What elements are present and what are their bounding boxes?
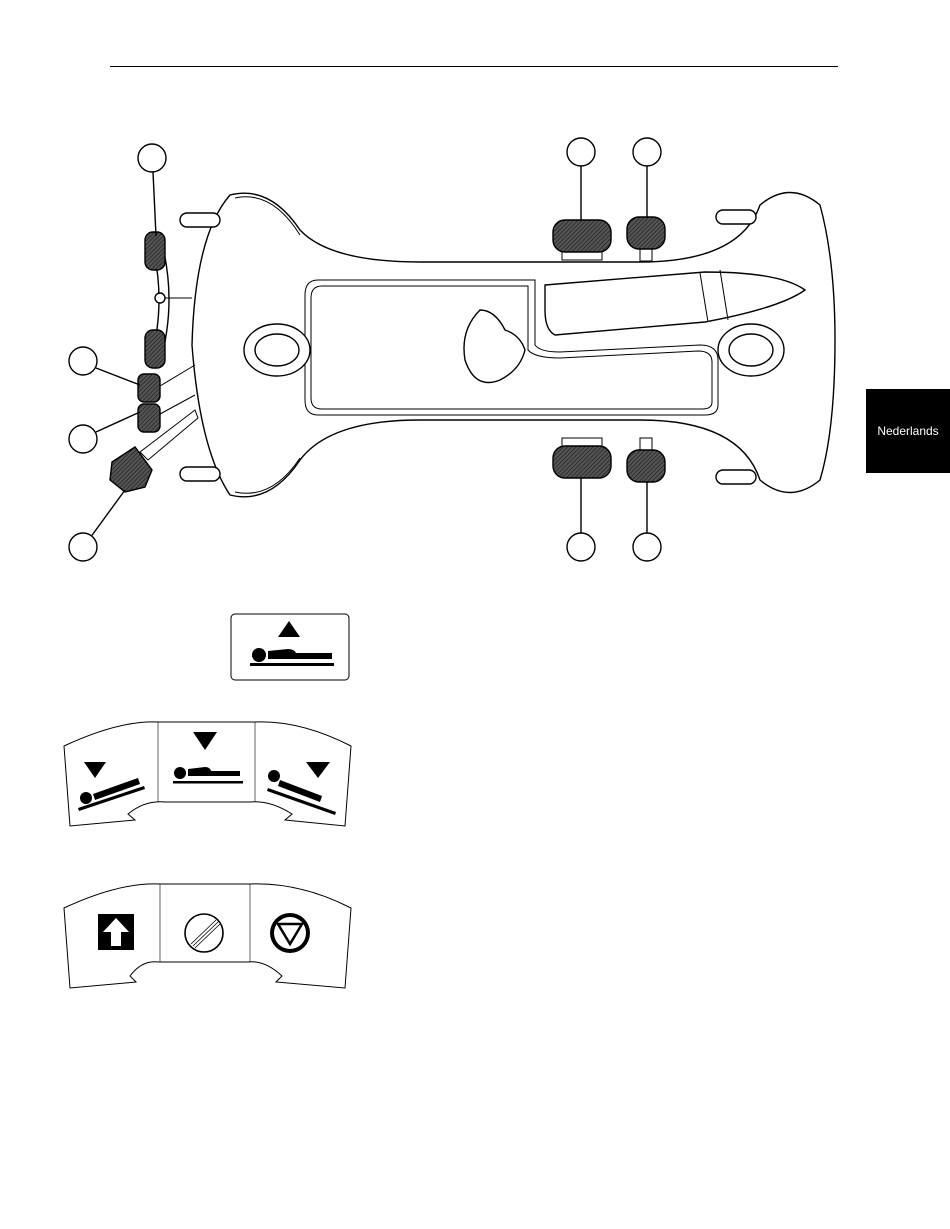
control-pedal-lower[interactable]: [138, 404, 160, 432]
steer-pedal[interactable]: [145, 330, 165, 368]
side-pedal-bottom-right[interactable]: [627, 450, 665, 482]
callout-bottom-left: [69, 533, 97, 561]
callout-left-upper: [69, 347, 97, 375]
callout-top-left: [138, 144, 166, 172]
rail-handle: [180, 467, 220, 481]
steer-brake-label: [60, 880, 355, 992]
rail-handle: [716, 470, 756, 484]
lower-bed-label: [60, 718, 355, 830]
rail-handle: [716, 210, 756, 224]
callout-top-mid: [567, 138, 595, 166]
callout-bottom-right: [633, 533, 661, 561]
side-pedal-bottom-mid[interactable]: [553, 446, 611, 478]
callout-top-right: [633, 138, 661, 166]
callout-bottom-mid: [567, 533, 595, 561]
side-pedal-top-right[interactable]: [627, 217, 665, 249]
control-pedal-upper[interactable]: [138, 374, 160, 402]
neutral-slash-icon: [185, 914, 223, 952]
steer-pedal[interactable]: [145, 232, 165, 270]
stretcher-top-view-diagram: [0, 0, 950, 600]
raise-bed-icon: [230, 613, 350, 681]
steer-up-arrow-icon: [98, 914, 134, 950]
brake-triangle-icon: [270, 913, 310, 953]
callout-left-lower: [69, 425, 97, 453]
brake-pedal[interactable]: [110, 447, 152, 492]
side-pedal-top-mid[interactable]: [553, 220, 611, 252]
rail-handle: [180, 213, 220, 227]
